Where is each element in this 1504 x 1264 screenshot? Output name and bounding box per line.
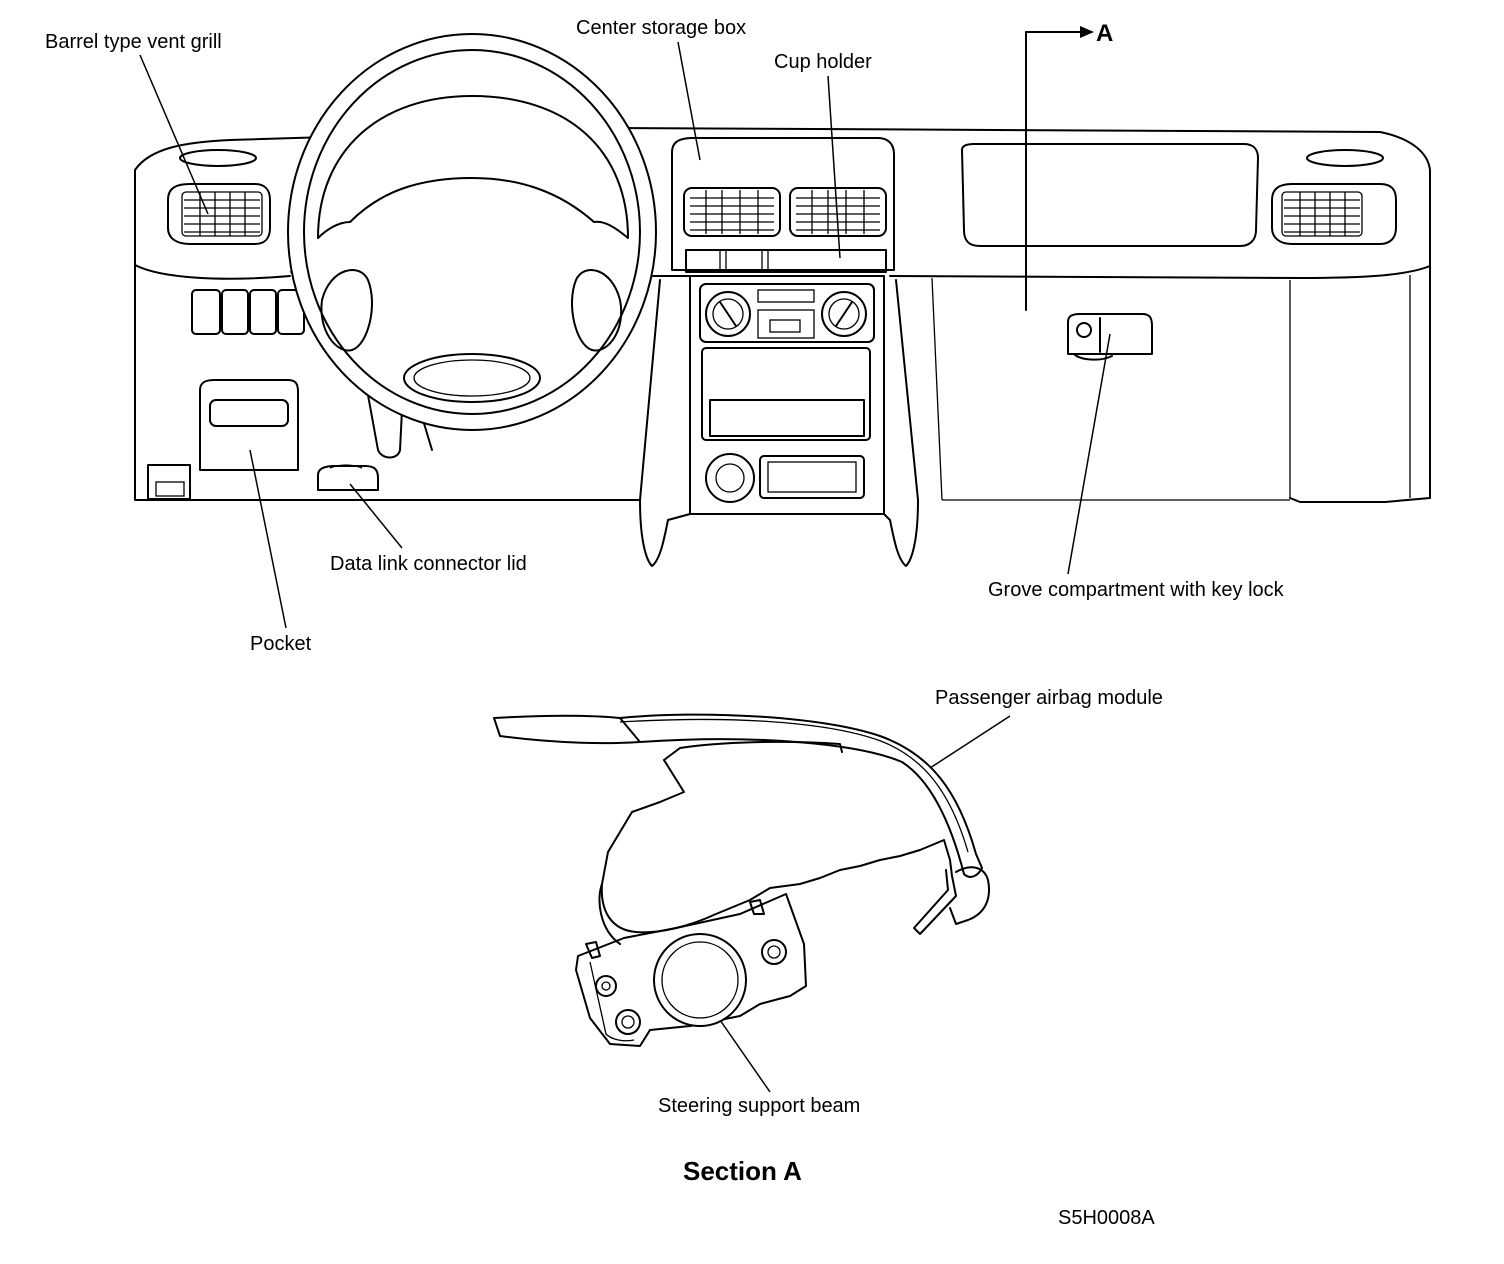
cup-holder-label: Cup holder (774, 51, 872, 73)
section-a-marker (1025, 26, 1094, 311)
steering-beam-label: Steering support beam (658, 1095, 861, 1117)
left-vent-icon (167, 149, 271, 245)
passenger-airbag-label: Passenger airbag module (935, 687, 1163, 709)
glove-box-lock-icon (1067, 313, 1153, 361)
data-link-connector-label: Data link connector lid (330, 553, 527, 575)
switch-bank (191, 289, 305, 335)
section-a-cross-section (493, 713, 990, 1047)
section-a-arrow-label: A (1096, 20, 1114, 47)
glove-compartment-label: Grove compartment with key lock (988, 579, 1284, 601)
right-vent-icon (1271, 149, 1397, 245)
steering-wheel-icon (287, 33, 657, 431)
hood-release-icon (147, 464, 191, 500)
center-storage-label: Center storage box (576, 17, 747, 39)
section-title: Section A (683, 1156, 802, 1186)
pocket-label: Pocket (250, 633, 312, 655)
passenger-airbag-cover-icon (961, 143, 1259, 247)
pocket-icon (199, 379, 299, 471)
center-stack (639, 137, 919, 567)
data-link-connector-lid-icon (317, 464, 379, 491)
leader-lines (139, 41, 1111, 1093)
figure-code: S5H0008A (1058, 1207, 1155, 1229)
barrel-vent-label: Barrel type vent grill (45, 31, 222, 53)
